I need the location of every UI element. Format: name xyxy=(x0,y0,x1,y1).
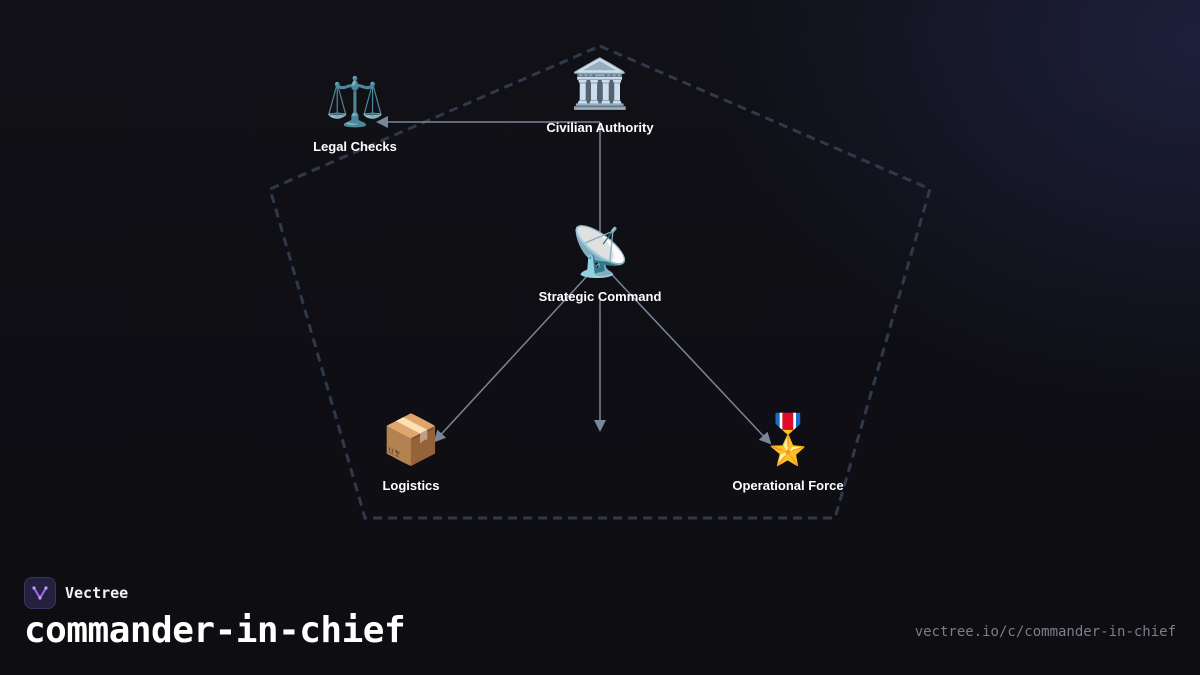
node-strategic-command: 📡 Strategic Command xyxy=(539,221,662,304)
edge-strategic-command-to-operational-force xyxy=(599,261,772,445)
node-civilian-authority: 🏛️ Civilian Authority xyxy=(546,56,654,135)
node-operational-force: 🎖️ Operational Force xyxy=(732,412,843,493)
node-legal-checks: ⚖️ Legal Checks xyxy=(313,74,397,154)
edges xyxy=(376,116,772,445)
brand: Vectree xyxy=(24,577,128,609)
classical-building-icon: 🏛️ xyxy=(570,56,630,112)
brand-name: Vectree xyxy=(65,584,129,602)
node-label-logistics: Logistics xyxy=(382,478,439,493)
pentagon-boundary xyxy=(268,44,932,520)
vectree-logo-icon xyxy=(24,577,56,609)
page-url[interactable]: vectree.io/c/commander-in-chief xyxy=(914,624,1176,640)
node-label-operational-force: Operational Force xyxy=(732,478,843,493)
package-icon: 📦 xyxy=(381,412,441,468)
node-label-strategic-command: Strategic Command xyxy=(539,289,662,304)
balance-scale-icon: ⚖️ xyxy=(325,74,385,130)
edge-strategic-command-to-logistics xyxy=(433,261,601,443)
node-label-legal-checks: Legal Checks xyxy=(313,139,397,154)
node-label-civilian-authority: Civilian Authority xyxy=(546,120,654,135)
node-logistics: 📦 Logistics xyxy=(381,412,441,493)
military-medal-icon: 🎖️ xyxy=(758,412,818,468)
satellite-dish-icon: 📡 xyxy=(570,221,630,280)
page-title: commander-in-chief xyxy=(24,610,406,651)
